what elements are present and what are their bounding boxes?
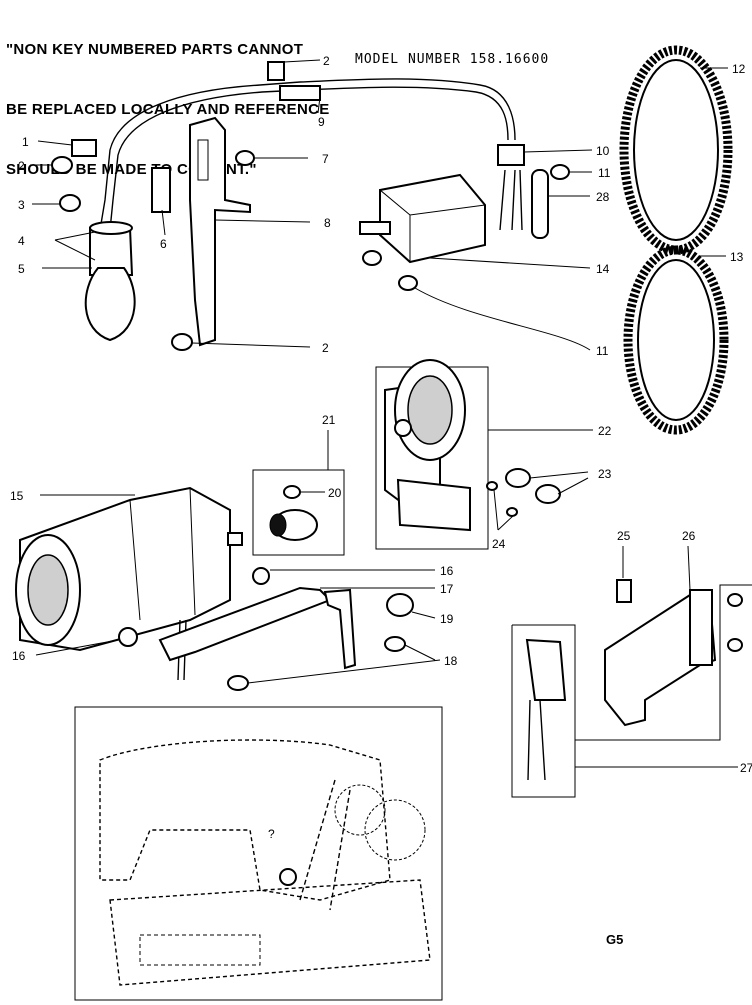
model-number: MODEL NUMBER 158.16600 (355, 52, 550, 67)
terminal-block-14 (359, 164, 570, 291)
belt-12 (619, 45, 733, 255)
screw-2-top (267, 61, 285, 81)
washer-16-bottom (118, 627, 138, 647)
screw-2-left (51, 156, 73, 174)
shield-6 (151, 167, 171, 213)
callout-9: 9 (318, 115, 325, 129)
callout-2-bottom: 2 (322, 341, 329, 355)
light-bracket-8 (171, 116, 255, 351)
callout-question: ? (268, 827, 275, 841)
leader-lines (30, 59, 738, 768)
callout-16-bottom: 16 (12, 649, 26, 663)
screw-23-a (505, 468, 531, 488)
callout-labels: 1 2 3 4 5 6 7 8 2 9 2 10 11 12 28 14 11 … (10, 54, 752, 841)
nut-11 (550, 164, 570, 180)
screw-23-b (535, 484, 561, 504)
callout-5: 5 (18, 262, 25, 276)
spring-25 (616, 579, 632, 603)
callout-11-top: 11 (598, 166, 611, 180)
callout-16-top: 16 (440, 564, 454, 578)
note-line-1: "NON KEY NUMBERED PARTS CANNOT (6, 41, 304, 58)
clamp-1 (71, 139, 97, 157)
washer-16-top (252, 567, 270, 585)
callout-1: 1 (22, 135, 29, 149)
callout-4: 4 (18, 234, 25, 248)
callout-21: 21 (322, 413, 336, 427)
screw-18-a (384, 636, 406, 652)
coupling-assembly-21 (252, 469, 345, 556)
clip-9 (279, 85, 321, 101)
nut-7 (235, 150, 255, 166)
callout-20: 20 (328, 486, 342, 500)
callout-6: 6 (160, 237, 167, 251)
rod-28 (531, 169, 549, 239)
screw-18-b (227, 675, 249, 691)
callout-22: 22 (598, 424, 612, 438)
callout-2-left: 2 (18, 159, 25, 173)
pulley-assembly-22 (375, 359, 561, 550)
screw-20 (283, 485, 301, 499)
washer-24-b (506, 507, 518, 517)
callout-13: 13 (730, 250, 744, 264)
callout-18: 18 (444, 654, 458, 668)
motor-bracket-17 (158, 586, 414, 691)
callout-3: 3 (18, 198, 25, 212)
bulb-5 (84, 267, 136, 342)
callout-7: 7 (322, 152, 329, 166)
washer-24-a (486, 481, 498, 491)
callout-14: 14 (596, 262, 610, 276)
callout-19: 19 (440, 612, 454, 626)
clamp-10 (497, 144, 525, 166)
callout-23: 23 (598, 467, 612, 481)
callout-24: 24 (492, 537, 506, 551)
page-id: G5 (606, 932, 624, 947)
wire-harness-assembly (51, 61, 525, 342)
switch-unit (525, 638, 567, 701)
callout-25: 25 (617, 529, 631, 543)
callout-28: 28 (596, 190, 610, 204)
knob-19 (386, 593, 414, 617)
callout-12: 12 (732, 62, 746, 76)
belt-13 (623, 245, 729, 435)
screw-2-bottom (171, 333, 193, 351)
controller-assembly-27 (511, 579, 752, 798)
callout-11-bottom: 11 (596, 344, 609, 358)
machine-head-inset (74, 706, 443, 1001)
callout-10: 10 (596, 144, 610, 158)
callout-15: 15 (10, 489, 24, 503)
callout-2-top: 2 (323, 54, 330, 68)
callout-26: 26 (682, 529, 696, 543)
screw-3 (59, 194, 81, 212)
callout-17: 17 (440, 582, 454, 596)
callout-8: 8 (324, 216, 331, 230)
motor-15 (15, 486, 270, 681)
callout-27: 27 (740, 761, 752, 775)
